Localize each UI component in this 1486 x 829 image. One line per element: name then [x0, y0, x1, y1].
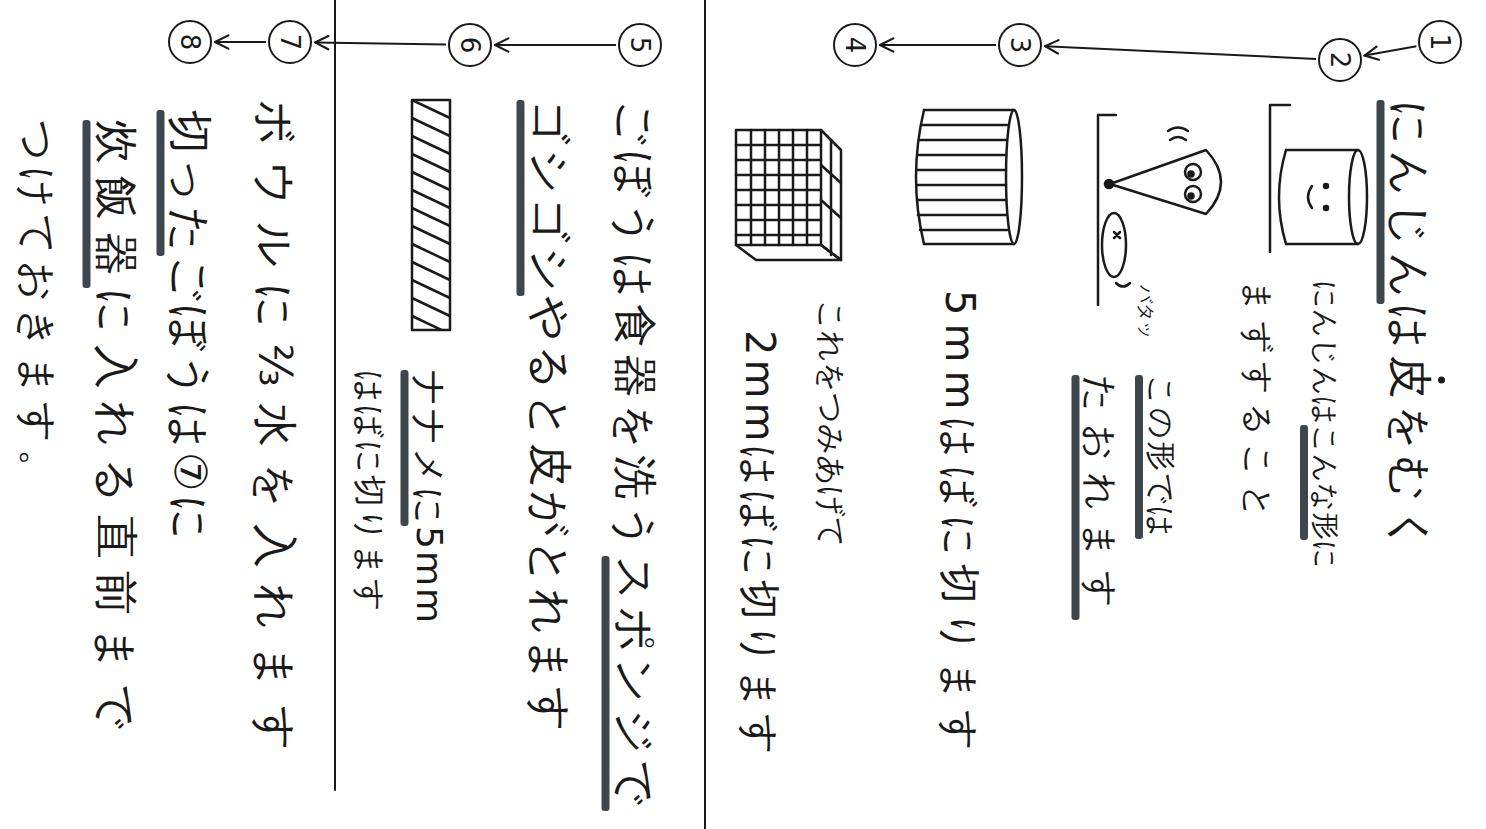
instruction-text: ボウルに⅔水を入れます: [249, 100, 302, 767]
step-number: 4: [842, 37, 868, 54]
falling-carrot-drawing: [1170, 137, 1186, 140]
falling-carrot-drawing: [1110, 150, 1221, 214]
sound-effect: バタッ: [1135, 285, 1157, 339]
standing-carrot-drawing: [1308, 186, 1312, 208]
step-number-circle: 6: [448, 23, 492, 67]
stacked-slices-drawing: [792, 130, 795, 245]
instruction-text: にんじんは皮をむく: [1384, 100, 1437, 558]
sliced-carrot-drawing: [924, 243, 1014, 246]
step-arrow: [1045, 46, 1316, 59]
stacked-slices-drawing: [806, 130, 809, 245]
falling-carrot-drawing: [1189, 194, 1194, 199]
separator-line: [704, 0, 706, 829]
step-number: 5: [627, 37, 653, 54]
falling-carrot-drawing: [1102, 213, 1126, 277]
standing-carrot-drawing: [1270, 105, 1367, 252]
burdock-stick-drawing: [412, 100, 450, 330]
step-number-circle: 2: [1318, 38, 1362, 82]
standing-carrot-drawing: [1286, 149, 1358, 152]
step-number-circle: 1: [1418, 20, 1462, 64]
instruction-text: 2mmはばに切ります: [736, 330, 784, 759]
stacked-slices-drawing: [736, 130, 821, 245]
step-number-circle: 4: [833, 23, 877, 67]
standing-carrot-drawing: [1270, 105, 1290, 252]
step-arrow: [315, 42, 446, 44]
marker-underline: [157, 110, 165, 256]
step-number-circle: 5: [618, 23, 662, 67]
instruction-text: つけておきます。: [14, 120, 62, 495]
falling-carrot-drawing: [1189, 172, 1194, 177]
stacked-slices-drawing: [736, 130, 841, 260]
step-number: 7: [277, 34, 303, 51]
instruction-text: ナナメに5mm: [408, 370, 451, 625]
sliced-carrot-drawing: [917, 184, 1006, 187]
step-number-circle: 3: [998, 23, 1042, 67]
standing-carrot-drawing: [1286, 243, 1358, 246]
step-arrow: [215, 41, 266, 43]
burdock-stick-drawing: [412, 100, 450, 330]
instruction-text: 切ったごぼうは⑦に: [164, 110, 217, 544]
sliced-carrot-drawing: [916, 110, 1022, 244]
sliced-carrot-drawing: [924, 109, 1014, 112]
falling-carrot-drawing: [1168, 128, 1188, 132]
marker-underline: [1135, 375, 1143, 539]
step-arrow: [880, 44, 996, 46]
falling-carrot-drawing: [1098, 115, 1221, 305]
standing-carrot-drawing: [1324, 206, 1328, 210]
sliced-carrot-drawing: [921, 124, 1007, 127]
sliced-carrot-drawing: [919, 139, 1006, 142]
instruction-text: にんじんはこんな形に: [1308, 280, 1342, 569]
stacked-slices-drawing: [830, 140, 833, 255]
instruction-text: ゴシゴシやると皮がとれます: [524, 100, 577, 736]
standing-carrot-drawing: [1279, 150, 1286, 244]
step-number-circle: 8: [168, 20, 212, 64]
falling-carrot-drawing: [1185, 186, 1201, 202]
marker-underline: [1072, 375, 1080, 620]
sliced-carrot-drawing: [1006, 110, 1022, 244]
step-number: 2: [1327, 52, 1353, 69]
sliced-carrot-drawing: [920, 229, 1007, 232]
separator-line: [334, 0, 336, 790]
falling-carrot-drawing: [1114, 232, 1120, 238]
step-number: 1: [1427, 34, 1453, 51]
stacked-slices-drawing: [778, 130, 781, 245]
instruction-text: はばに切ります: [351, 370, 389, 614]
falling-carrot-drawing: [1105, 180, 1113, 188]
standing-carrot-drawing: [1349, 150, 1367, 244]
instruction-text: 炊飯器に入れる直前まで: [90, 120, 143, 741]
step-arrow: [1365, 46, 1417, 55]
instruction-text: たおれます: [1079, 375, 1122, 620]
sliced-carrot-drawing: [918, 154, 1006, 157]
marker-underline: [1300, 425, 1308, 540]
step-number: 8: [177, 34, 203, 51]
instruction-text: これをつみあげて: [813, 300, 849, 548]
instruction-text: ごぼうは食器を洗うスポンジで: [609, 100, 662, 811]
stacked-slices-drawing: [764, 130, 767, 245]
stacked-slices-drawing: [736, 245, 841, 260]
step-number: 6: [457, 37, 483, 54]
stacked-slices-drawing: [821, 130, 841, 260]
instruction-text: まずすること: [1239, 280, 1277, 526]
falling-carrot-drawing: [1116, 283, 1130, 287]
step-number: 3: [1007, 37, 1033, 54]
sliced-carrot-drawing: [917, 199, 1006, 202]
instruction-text: 5mmはばに切ります: [936, 290, 984, 759]
step-arrow: [495, 44, 616, 46]
marker-underline: [602, 556, 610, 811]
standing-carrot-drawing: [1324, 184, 1328, 188]
emphasis-dot: [1438, 377, 1445, 384]
burdock-stick-drawing: [412, 82, 450, 334]
marker-underline: [1377, 100, 1385, 304]
sliced-carrot-drawing: [917, 169, 1006, 172]
marker-underline: [83, 120, 91, 288]
step-number-circle: 7: [268, 20, 312, 64]
falling-carrot-drawing: [1185, 164, 1201, 180]
stacked-slices-drawing: [750, 130, 753, 245]
sliced-carrot-drawing: [916, 110, 924, 244]
sliced-carrot-drawing: [918, 214, 1006, 217]
instruction-text: この形では: [1143, 375, 1179, 539]
marker-underline: [401, 370, 409, 526]
marker-underline: [517, 100, 525, 296]
